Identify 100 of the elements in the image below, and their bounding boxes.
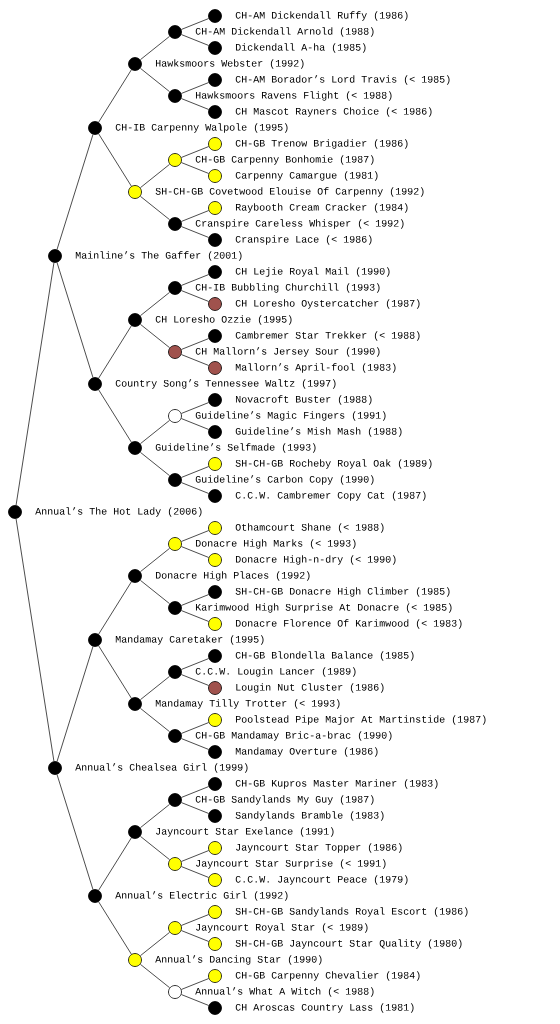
dog-name: SH-CH-GB Sandylands Royal Escort (1986): [235, 907, 468, 917]
tree-line: [140, 547, 170, 573]
dog-name: Hawksmoors Ravens Flight (< 1988): [196, 91, 392, 101]
tree-line: [181, 98, 209, 110]
dog-name: Poolstead Pipe Major At Martinstide (1987): [236, 715, 486, 725]
dog-name: CH Aroscas Country Lass (1981): [235, 1003, 414, 1013]
dog-name: Annual’s The Hot Lady (2006): [35, 507, 202, 517]
tree-line: [140, 291, 170, 317]
tree-line: [15, 518, 55, 762]
dog-name: CH-GB Kupros Master Mariner (1983): [235, 779, 438, 789]
tree-line: [140, 163, 170, 189]
dog-name: Mallorn’s April-fool (1983): [235, 363, 396, 373]
tree-line: [140, 67, 170, 93]
dog-name: CH-GB Mandamay Bric-a-brac (1990): [195, 731, 392, 741]
tree-line: [98, 389, 132, 443]
dog-name: Raybooth Cream Cracker (1984): [236, 203, 408, 213]
dog-name: Mandamay Tilly Trotter (< 1993): [155, 699, 340, 709]
tree-line: [98, 837, 132, 891]
tree-line: [98, 645, 132, 699]
dog-name: Donacre High Marks (< 1993): [196, 539, 356, 549]
tree-line: [140, 579, 170, 605]
dog-name: Mandamay Caretaker (1995): [115, 635, 264, 645]
dog-name: CH Mascot Rayners Choice (< 1986): [235, 107, 432, 117]
tree-line: [181, 162, 209, 174]
dog-name: Sandylands Bramble (1983): [235, 811, 384, 821]
dog-name: Cranspire Careless Whisper (< 1992): [195, 219, 404, 229]
dog-name: SH-CH-GB Rocheby Royal Oak (1989): [235, 459, 432, 469]
tree-line: [56, 262, 94, 378]
dog-name: Novacroft Buster (1988): [236, 395, 372, 405]
dog-name: CH-IB Carpenny Walpole (1995): [115, 123, 288, 133]
tree-line: [181, 978, 209, 990]
dog-name: Jayncourt Star Exelance (1991): [156, 827, 334, 837]
tree-line: [181, 866, 209, 878]
dog-name: Carpenny Camargue (1981): [235, 171, 378, 181]
tree-line: [140, 707, 170, 733]
tree-line: [181, 930, 209, 942]
dog-name: CH Loresho Oystercatcher (1987): [235, 299, 420, 309]
tree-line: [181, 738, 209, 750]
tree-line: [181, 610, 209, 622]
tree-line: [140, 419, 170, 445]
dog-name: CH Lejie Royal Mail (1990): [235, 267, 390, 277]
dog-name: CH Loresho Ozzie (1995): [155, 315, 292, 325]
tree-line: [140, 323, 170, 349]
dog-name: Annual’s Chealsea Girl (1999): [75, 763, 248, 773]
tree-line: [56, 134, 94, 250]
dog-name: Guideline’s Selfmade (1993): [155, 443, 316, 453]
dog-name: Guideline’s Mish Mash (1988): [235, 427, 402, 437]
dog-name: SH-CH-GB Covetwood Elouise Of Carpenny (1992): [155, 187, 424, 197]
dog-name: Jayncourt Royal Star (< 1989): [196, 923, 368, 933]
tree-line: [15, 262, 55, 506]
tree-line: [98, 581, 132, 635]
dog-name: Annual’s What A Witch (< 1988): [195, 987, 374, 997]
tree-line: [140, 931, 170, 957]
dog-name: Annual’s Electric Girl (1992): [115, 891, 288, 901]
tree-line: [56, 774, 94, 890]
tree-line: [181, 594, 209, 606]
dog-name: C.C.W. Lougin Lancer (1989): [195, 667, 356, 677]
tree-line: [181, 914, 209, 926]
tree-line: [98, 133, 132, 187]
tree-line: [181, 290, 209, 302]
tree-line: [140, 35, 170, 61]
tree-line: [181, 146, 209, 158]
dog-name: CH-GB Carpenny Bonhomie (1987): [195, 155, 374, 165]
tree-line: [181, 674, 209, 686]
tree-line: [98, 325, 132, 379]
tree-line: [181, 466, 209, 478]
tree-line: [140, 803, 170, 829]
dog-name: CH-AM Dickendall Ruffy (1986): [235, 11, 408, 21]
dog-name: SH-CH-GB Jayncourt Star Quality (1980): [235, 939, 462, 949]
dog-name: Guideline’s Magic Fingers (1991): [195, 411, 386, 421]
tree-line: [181, 802, 209, 814]
dog-name: CH-GB Carpenny Chevalier (1984): [235, 971, 420, 981]
tree-line: [181, 530, 209, 542]
tree-line: [181, 722, 209, 734]
dog-name: C.C.W. Cambremer Copy Cat (1987): [235, 491, 426, 501]
tree-line: [181, 338, 209, 350]
tree-line: [181, 210, 209, 222]
tree-line: [140, 675, 170, 701]
tree-line: [181, 226, 209, 238]
dog-name: Guideline’s Carbon Copy (1990): [195, 475, 374, 485]
tree-line: [181, 274, 209, 286]
dog-name: Annual’s Dancing Star (1990): [155, 955, 322, 965]
dog-name: C.C.W. Jayncourt Peace (1979): [235, 875, 408, 885]
dog-name: Donacre High-n-dry (< 1990): [236, 555, 396, 565]
tree-line: [181, 482, 209, 494]
dog-name: Cambremer Star Trekker (< 1988): [235, 331, 420, 341]
dog-name: Karimwood High Surprise At Donacre (< 1985): [196, 603, 452, 613]
tree-line: [98, 901, 132, 955]
dog-name: Jayncourt Star Topper (1986): [236, 843, 402, 853]
dog-name: CH Mallorn’s Jersey Sour (1990): [195, 347, 380, 357]
dog-name: CH-IB Bubbling Churchill (1993): [195, 283, 380, 293]
tree-line: [181, 82, 209, 94]
tree-line: [140, 963, 170, 989]
tree-line: [181, 546, 209, 558]
dog-name: Donacre Florence Of Karimwood (< 1983): [236, 619, 462, 629]
dog-name: CH-GB Sandylands My Guy (1987): [195, 795, 374, 805]
dog-name: CH-AM Dickendall Arnold (1988): [195, 27, 374, 37]
dog-name: SH-CH-GB Donacre High Climber (1985): [235, 587, 450, 597]
dog-name: CH-AM Borador’s Lord Travis (< 1985): [235, 75, 450, 85]
dog-name: Cranspire Lace (< 1986): [235, 235, 372, 245]
